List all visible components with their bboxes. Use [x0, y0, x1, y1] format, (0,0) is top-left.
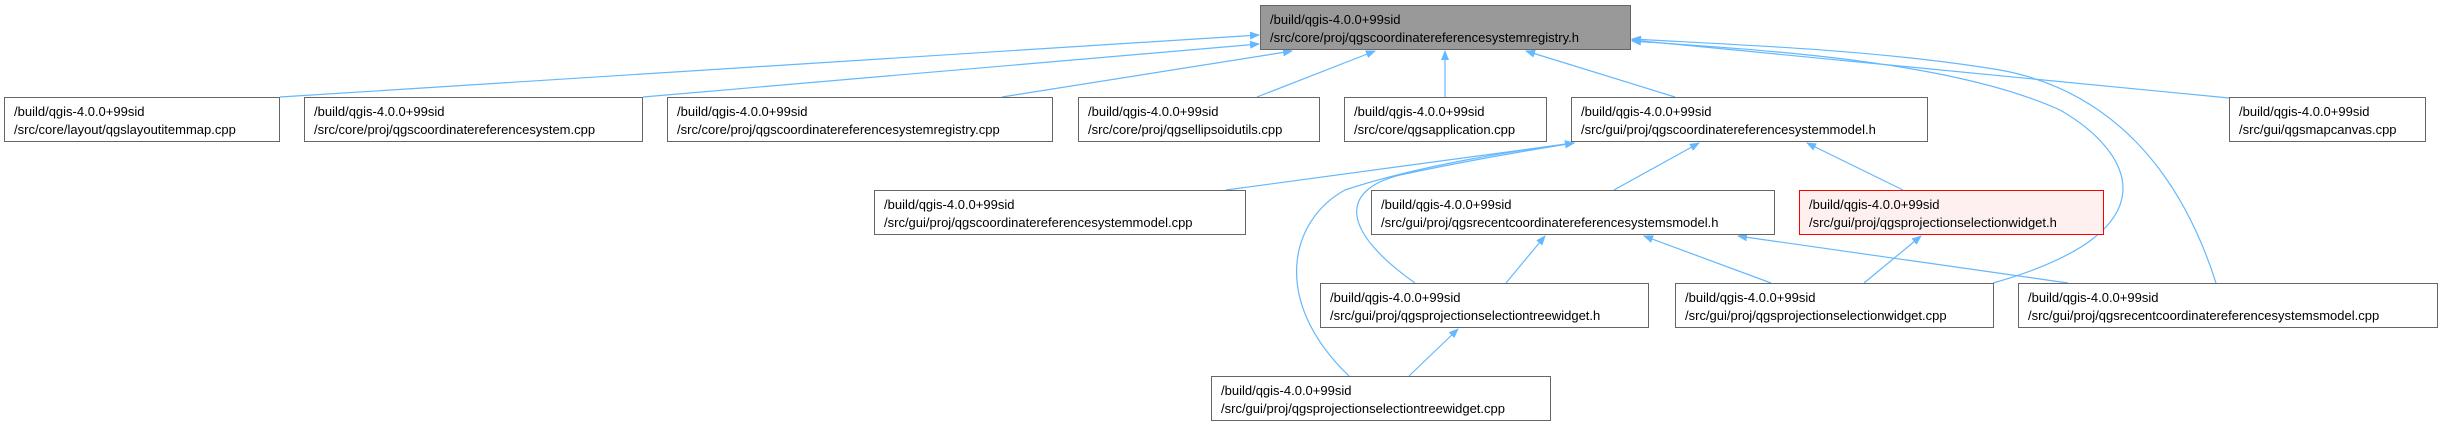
- node-line1: /build/qgis-4.0.0+99sid: [677, 104, 808, 119]
- node-line2: /src/gui/proj/qgscoordinatereferencesyst…: [1581, 122, 1876, 137]
- node-line1: /build/qgis-4.0.0+99sid: [1685, 290, 1816, 305]
- node-line2: /src/core/layout/qgslayoutitemmap.cpp: [14, 122, 236, 137]
- edge-tree-cpp-model-h: [1296, 140, 1575, 377]
- edge-tree-cpp-tree-h: [1408, 328, 1459, 377]
- node-mapcanvas-cpp[interactable]: /build/qgis-4.0.0+99sid /src/gui/qgsmapc…: [2229, 97, 2426, 142]
- node-line1: /build/qgis-4.0.0+99sid: [1354, 104, 1485, 119]
- edge-tree-h-model-h: [1356, 140, 1575, 284]
- node-model-h[interactable]: /build/qgis-4.0.0+99sid /src/gui/proj/qg…: [1571, 97, 1928, 142]
- node-line1: /build/qgis-4.0.0+99sid: [2028, 290, 2159, 305]
- node-tree-h[interactable]: /build/qgis-4.0.0+99sid /src/gui/proj/qg…: [1320, 283, 1649, 328]
- node-line2: /src/core/proj/qgscoordinatereferencesys…: [1270, 30, 1579, 45]
- node-line2: /src/gui/proj/qgsprojectionselectiontree…: [1221, 401, 1505, 416]
- edge-widget-cpp-widget-h: [1863, 235, 1922, 284]
- node-line2: /src/gui/proj/qgsprojectionselectionwidg…: [1685, 308, 1947, 323]
- node-widget-cpp[interactable]: /build/qgis-4.0.0+99sid /src/gui/proj/qg…: [1675, 283, 1994, 328]
- edge-recent-h-model-h: [1613, 142, 1700, 191]
- node-line2: /src/gui/proj/qgsrecentcoordinatereferen…: [2028, 308, 2380, 323]
- node-registry-cpp[interactable]: /build/qgis-4.0.0+99sid /src/core/proj/q…: [667, 97, 1053, 142]
- node-widget-h[interactable]: /build/qgis-4.0.0+99sid /src/gui/proj/qg…: [1799, 190, 2104, 235]
- node-line1: /build/qgis-4.0.0+99sid: [2239, 104, 2370, 119]
- node-tree-cpp[interactable]: /build/qgis-4.0.0+99sid /src/gui/proj/qg…: [1211, 376, 1551, 421]
- node-line1: /build/qgis-4.0.0+99sid: [1581, 104, 1712, 119]
- node-model-cpp[interactable]: /build/qgis-4.0.0+99sid /src/gui/proj/qg…: [874, 190, 1246, 235]
- node-line1: /build/qgis-4.0.0+99sid: [1381, 197, 1512, 212]
- node-line1: /build/qgis-4.0.0+99sid: [1270, 12, 1401, 27]
- node-root-registry-h[interactable]: /build/qgis-4.0.0+99sid /src/core/proj/q…: [1260, 5, 1631, 50]
- node-line2: /src/core/proj/qgscoordinatereferencesys…: [314, 122, 596, 137]
- node-ellipsoidutils-cpp[interactable]: /build/qgis-4.0.0+99sid /src/core/proj/q…: [1078, 97, 1320, 142]
- edge-registry-cpp-root: [1001, 48, 1293, 98]
- node-line1: /build/qgis-4.0.0+99sid: [1221, 383, 1352, 398]
- edge-mapcanvas-root: [1631, 36, 2230, 99]
- edge-recent-cpp-recent-h: [1737, 233, 2069, 284]
- node-line1: /build/qgis-4.0.0+99sid: [1330, 290, 1461, 305]
- node-recent-cpp[interactable]: /build/qgis-4.0.0+99sid /src/gui/proj/qg…: [2018, 283, 2438, 328]
- edge-widget-cpp-root: [1631, 37, 2124, 284]
- edge-model-h-root: [1525, 49, 1676, 98]
- node-recent-h[interactable]: /build/qgis-4.0.0+99sid /src/gui/proj/qg…: [1371, 190, 1775, 235]
- edge-tree-h-recent-h: [1505, 235, 1546, 284]
- node-line2: /src/gui/proj/qgsprojectionselectiontree…: [1330, 308, 1601, 323]
- node-application-cpp[interactable]: /build/qgis-4.0.0+99sid /src/core/qgsapp…: [1344, 97, 1547, 142]
- node-line2: /src/core/qgsapplication.cpp: [1354, 122, 1516, 137]
- node-line2: /src/gui/proj/qgsrecentcoordinatereferen…: [1381, 215, 1719, 230]
- node-line1: /build/qgis-4.0.0+99sid: [14, 104, 145, 119]
- node-line2: /src/gui/qgsmapcanvas.cpp: [2239, 122, 2397, 137]
- edge-recent-cpp-root: [1631, 35, 2217, 284]
- edge-layoutitemmap-root: [279, 31, 1260, 98]
- node-line2: /src/gui/proj/qgsprojectionselectionwidg…: [1809, 215, 2057, 230]
- edge-ellipsoidutils-root: [1256, 50, 1376, 98]
- node-line1: /build/qgis-4.0.0+99sid: [884, 197, 1015, 212]
- edge-widget-cpp-recent-h: [1643, 235, 1772, 284]
- node-layoutitemmap-cpp[interactable]: /build/qgis-4.0.0+99sid /src/core/layout…: [4, 97, 280, 142]
- edge-crs-cpp-root: [642, 40, 1260, 98]
- node-line2: /src/core/proj/qgscoordinatereferencesys…: [677, 122, 1000, 137]
- node-line1: /build/qgis-4.0.0+99sid: [314, 104, 445, 119]
- node-line2: /src/gui/proj/qgscoordinatereferencesyst…: [884, 215, 1193, 230]
- node-crs-cpp[interactable]: /build/qgis-4.0.0+99sid /src/core/proj/q…: [304, 97, 643, 142]
- node-line2: /src/core/proj/qgsellipsoidutils.cpp: [1088, 122, 1283, 137]
- edge-widget-h-model-h: [1806, 142, 1904, 191]
- node-line1: /build/qgis-4.0.0+99sid: [1088, 104, 1219, 119]
- node-line1: /build/qgis-4.0.0+99sid: [1809, 197, 1940, 212]
